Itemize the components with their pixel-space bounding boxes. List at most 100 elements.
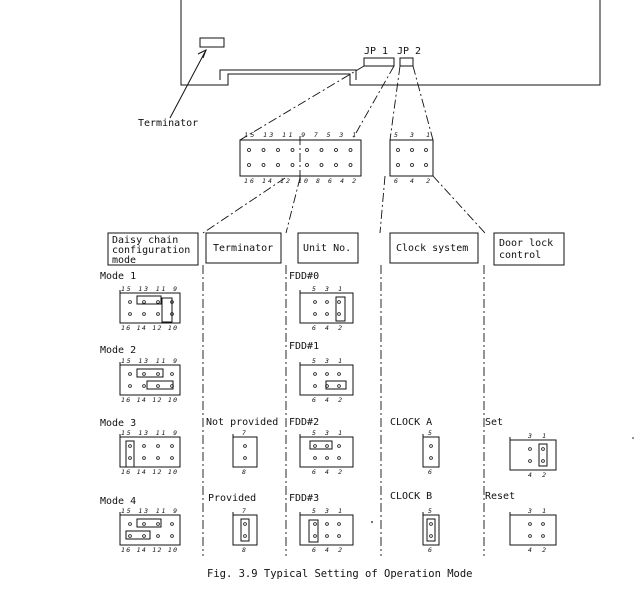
pin	[142, 384, 146, 388]
pin	[142, 300, 146, 304]
pin	[325, 300, 329, 304]
pin	[156, 522, 160, 526]
pin-numbers-bottom: 16 14 12 10	[121, 396, 177, 404]
pin-numbers-top: 3 1	[527, 432, 546, 440]
pin-numbers-top: 15 13 11 9	[121, 429, 177, 437]
pin	[128, 384, 132, 388]
pin-numbers-top: 3 1	[527, 507, 546, 515]
pin	[528, 447, 532, 451]
jp1-pin	[319, 148, 324, 152]
pin-numbers-bottom: 8	[242, 468, 246, 476]
header-daisy-line3: mode	[112, 255, 136, 266]
pin	[429, 456, 433, 460]
clock-a-block: 56	[422, 429, 440, 476]
pin-numbers-top: 5 3 1	[312, 429, 342, 437]
jp1-pin	[276, 148, 280, 152]
column-separators	[202, 265, 485, 556]
jp1-header-magnified: 15 13 11 9 7 5 3 1 16 14 12 10 8 6 4 2	[239, 131, 362, 185]
header-terminator-box	[205, 232, 282, 264]
pin	[325, 522, 329, 526]
pin	[170, 522, 174, 526]
pin	[337, 312, 341, 316]
pin	[128, 534, 132, 538]
jp2-header-magnified: 5 3 1 6 4 2	[389, 131, 434, 185]
jp1-pin	[290, 148, 295, 152]
pin	[128, 456, 132, 460]
pin	[541, 534, 545, 538]
mode-4-jumper-block: 15 13 11 916 14 12 10	[119, 507, 181, 554]
pin	[541, 522, 545, 526]
jp1-pin	[334, 148, 338, 152]
pin	[313, 312, 317, 316]
pin-numbers-bottom: 16 14 12 10	[121, 468, 177, 476]
pin	[128, 522, 132, 526]
mode-1-jumper-block: 15 13 11 916 14 12 10	[119, 285, 181, 332]
pin	[243, 456, 247, 460]
unit-fdd0-jumper-block: 5 3 16 4 2	[299, 285, 354, 332]
jumper-plug	[325, 380, 347, 390]
jumper-plug	[240, 518, 250, 542]
unit-fdd2-jumper-block: 5 3 16 4 2	[299, 429, 354, 476]
pin	[313, 300, 317, 304]
fdd0-label: FDD#0	[289, 271, 319, 282]
pin	[128, 444, 132, 448]
jumper-plug	[308, 519, 319, 543]
leader-lines	[239, 65, 434, 141]
pin	[313, 384, 317, 388]
jumper-plug	[146, 380, 174, 390]
pin-numbers-top: 5	[428, 507, 432, 515]
door-reset-label: Reset	[485, 491, 515, 502]
unit-fdd3-jumper-block: 5 3 16 4 2	[299, 507, 354, 554]
pin	[337, 300, 341, 304]
pin-numbers-top: 5 3 1	[312, 507, 342, 515]
pin	[156, 444, 160, 448]
jp2-pin	[396, 148, 400, 152]
pin	[429, 534, 433, 538]
header-door-line2: control	[499, 250, 541, 261]
pin	[243, 534, 247, 538]
pin	[142, 372, 146, 376]
fdd3-label: FDD#3	[289, 493, 319, 504]
mode-2-label: Mode 2	[100, 345, 136, 356]
jumper-plug	[136, 518, 162, 528]
jp1-bottom-pin-numbers: 16 14 12 10 8 6 4 2	[244, 177, 356, 185]
pin	[325, 372, 329, 376]
pin	[170, 534, 174, 538]
pin	[325, 534, 329, 538]
pin	[313, 456, 317, 460]
pin	[337, 534, 341, 538]
pin	[528, 522, 532, 526]
pin	[313, 522, 317, 526]
jp1-label: JP 1	[364, 46, 388, 57]
jp2-connector	[399, 57, 414, 67]
term-not-provided-label: Not provided	[206, 417, 278, 428]
pin	[170, 456, 174, 460]
pin	[142, 312, 146, 316]
pin	[128, 372, 132, 376]
speck	[371, 521, 373, 523]
mode-2-jumper-block: 15 13 11 916 14 12 10	[119, 357, 181, 404]
pin	[541, 459, 545, 463]
pin	[429, 522, 433, 526]
pin-numbers-bottom: 4 2	[528, 546, 546, 554]
jumper-plug	[161, 297, 173, 323]
pin-numbers-bottom: 4 2	[528, 471, 546, 479]
terminator-provided-block: 78	[232, 507, 258, 554]
jp2-pin	[396, 163, 400, 167]
pin	[128, 300, 132, 304]
clock-b-block: 56	[422, 507, 440, 554]
unit-fdd1-jumper-block: 5 3 16 4 2	[299, 357, 354, 404]
pin	[313, 534, 317, 538]
jp1-pin	[334, 163, 338, 167]
fdd1-label: FDD#1	[289, 341, 319, 352]
pin	[528, 534, 532, 538]
pin-numbers-bottom: 6	[428, 546, 432, 554]
pin	[325, 444, 329, 448]
pin-numbers-bottom: 16 14 12 10	[121, 324, 177, 332]
pin	[156, 456, 160, 460]
pin-numbers-top: 7	[242, 429, 246, 437]
terminator-resistor	[199, 37, 225, 48]
pin	[142, 444, 146, 448]
pin	[337, 444, 341, 448]
jp2-label: JP 2	[397, 46, 421, 57]
